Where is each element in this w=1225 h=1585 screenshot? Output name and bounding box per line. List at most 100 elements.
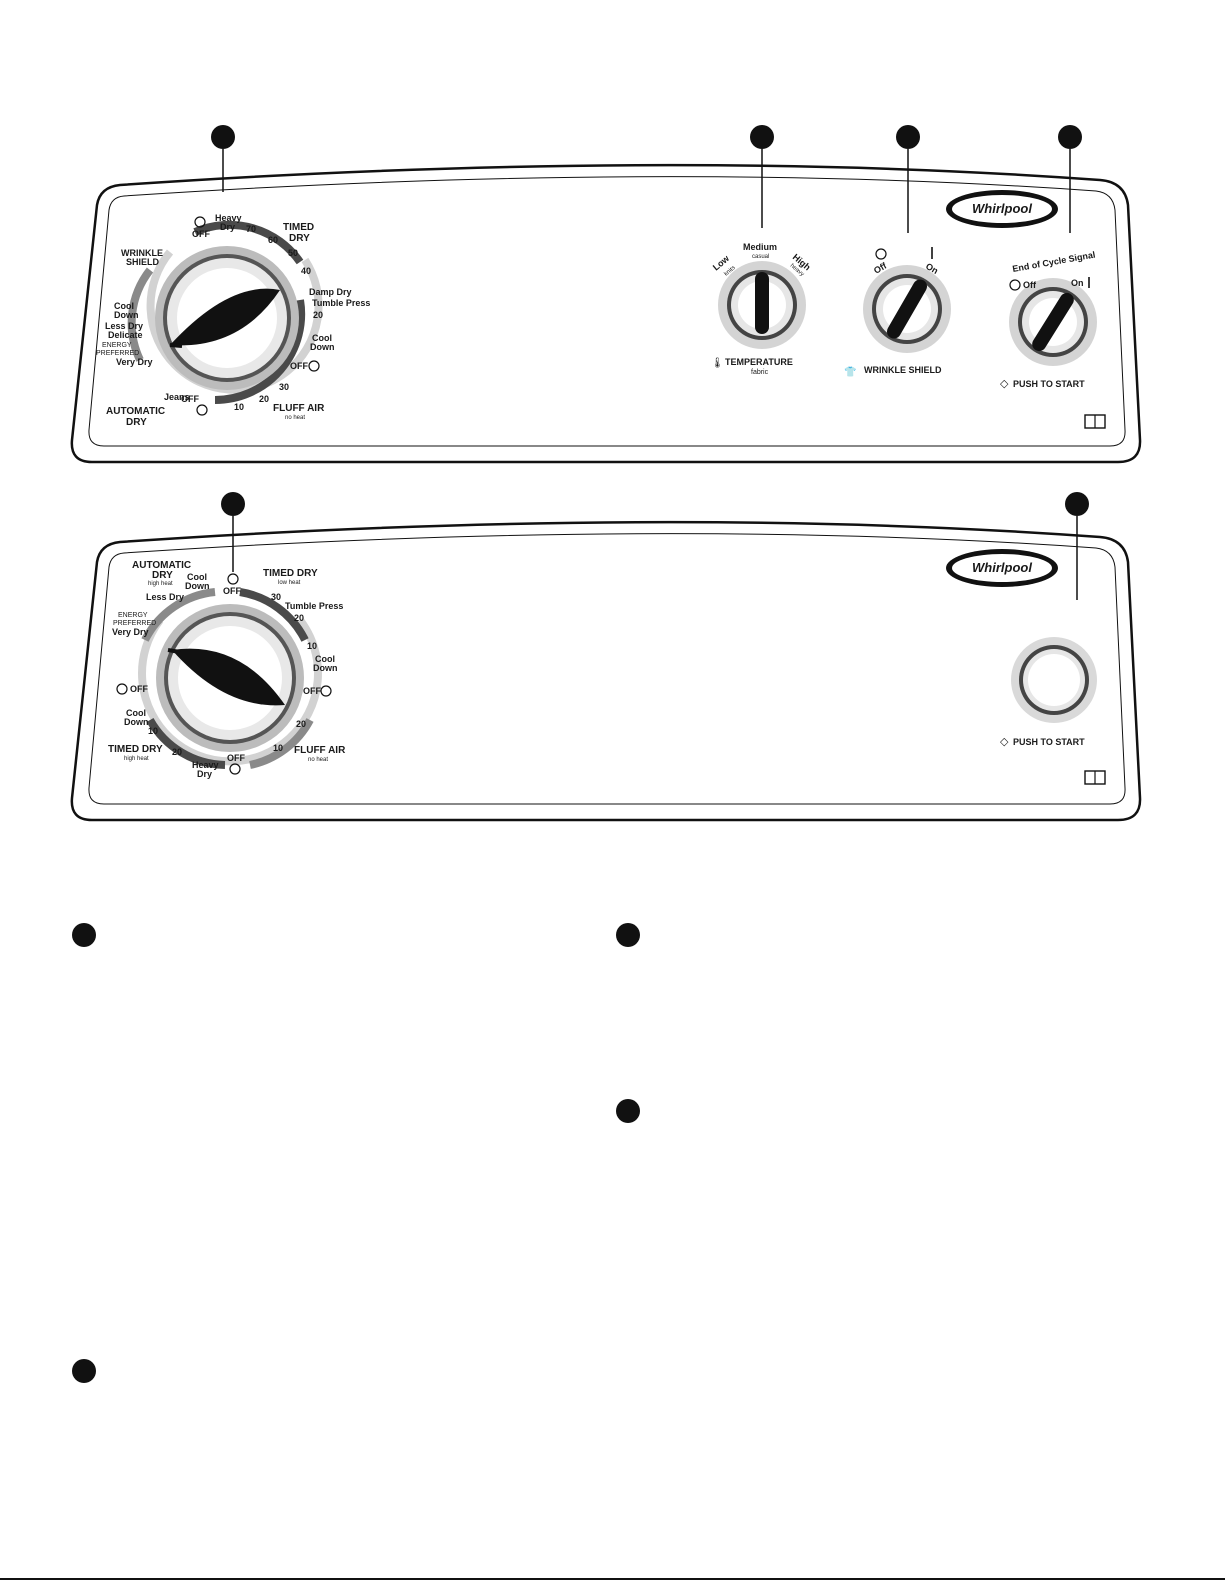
shirt-icon: 👕 — [844, 366, 856, 378]
temperature-knob[interactable] — [718, 261, 806, 349]
manual-book-icon-bottom — [1084, 770, 1106, 785]
push-to-start-button[interactable] — [1011, 637, 1097, 723]
callout-marker-2 — [750, 125, 774, 149]
cycle-selector-dial[interactable] — [127, 220, 323, 405]
svg-text:Damp Dry: Damp Dry — [309, 287, 352, 297]
section-marker-4 — [72, 1359, 96, 1383]
svg-text:Down: Down — [185, 581, 210, 591]
thermometer-icon: 🌡 — [711, 357, 724, 369]
callout-marker-3 — [896, 125, 920, 149]
svg-text:Medium: Medium — [743, 242, 777, 252]
svg-text:DRY: DRY — [289, 233, 310, 244]
svg-text:FLUFF AIR: FLUFF AIR — [294, 745, 346, 756]
svg-text:TEMPERATURE: TEMPERATURE — [725, 357, 793, 367]
svg-text:Jeans: Jeans — [164, 392, 190, 402]
svg-text:Dry: Dry — [197, 769, 212, 779]
bottom-panel-inner-outline — [88, 533, 1126, 805]
svg-text:10: 10 — [307, 641, 317, 651]
svg-text:WRINKLE: WRINKLE — [121, 248, 163, 258]
svg-text:OFF: OFF — [290, 361, 308, 371]
svg-text:20: 20 — [294, 613, 304, 623]
svg-text:TIMED: TIMED — [283, 222, 314, 233]
svg-text:SHIELD: SHIELD — [126, 257, 160, 267]
svg-text:End of Cycle Signal: End of Cycle Signal — [1012, 250, 1096, 274]
cycle-dial-labels-bottom: AUTOMATIC DRY high heat Cool Down OFF TI… — [108, 560, 346, 779]
svg-text:50: 50 — [288, 248, 298, 258]
svg-text:Tumble Press: Tumble Press — [285, 601, 343, 611]
svg-text:20: 20 — [313, 310, 323, 320]
callout-marker-5 — [221, 492, 245, 516]
manual-book-icon — [1084, 414, 1106, 429]
svg-text:Cool: Cool — [312, 333, 332, 343]
svg-text:Down: Down — [124, 717, 149, 727]
callout-marker-4 — [1058, 125, 1082, 149]
svg-text:Dry: Dry — [220, 222, 235, 232]
svg-text:DRY: DRY — [126, 417, 147, 428]
svg-text:Down: Down — [114, 310, 139, 320]
svg-text:Cool: Cool — [126, 708, 146, 718]
svg-text:10: 10 — [273, 743, 283, 753]
svg-text:30: 30 — [271, 592, 281, 602]
svg-text:ENERGY: ENERGY — [118, 612, 148, 619]
section-marker-2 — [616, 923, 640, 947]
svg-text:70: 70 — [246, 224, 256, 234]
svg-text:Less Dry: Less Dry — [105, 321, 143, 331]
svg-text:Cool: Cool — [315, 654, 335, 664]
top-panel-inner-outline — [88, 176, 1126, 447]
svg-text:AUTOMATIC: AUTOMATIC — [132, 560, 191, 571]
svg-text:high heat: high heat — [148, 581, 173, 587]
svg-text:TIMED DRY: TIMED DRY — [108, 744, 163, 755]
svg-text:Cool: Cool — [187, 572, 207, 582]
svg-text:TIMED DRY: TIMED DRY — [263, 568, 318, 579]
svg-text:fabric: fabric — [751, 369, 769, 376]
whirlpool-logo: Whirlpool — [946, 190, 1058, 228]
cycle-dial-labels: OFF Heavy Dry 70 60 TIMED DRY 50 40 Damp… — [96, 213, 370, 428]
svg-text:PREFERRED: PREFERRED — [113, 620, 156, 627]
svg-text:Heavy: Heavy — [215, 213, 242, 223]
svg-text:PREFERRED: PREFERRED — [96, 350, 139, 357]
svg-text:Whirlpool: Whirlpool — [972, 560, 1032, 575]
svg-text:OFF: OFF — [181, 394, 199, 404]
bottom-panel-outline — [70, 520, 1142, 822]
svg-text:FLUFF AIR: FLUFF AIR — [273, 403, 325, 414]
callout-marker-1 — [211, 125, 235, 149]
svg-text:Tumble Press: Tumble Press — [312, 298, 370, 308]
svg-text:low heat: low heat — [278, 580, 301, 586]
top-panel-outline — [70, 163, 1142, 464]
svg-text:AUTOMATIC: AUTOMATIC — [106, 406, 165, 417]
power-icon: ◇ — [1000, 378, 1009, 390]
svg-text:no heat: no heat — [308, 757, 328, 763]
svg-text:OFF: OFF — [227, 753, 245, 763]
svg-text:casual: casual — [752, 254, 769, 260]
svg-text:10: 10 — [234, 402, 244, 412]
svg-text:OFF: OFF — [192, 229, 210, 239]
svg-text:Heavy: Heavy — [192, 760, 219, 770]
cycle-dial-pointer-bottom — [172, 648, 285, 706]
svg-text:WRINKLE SHIELD: WRINKLE SHIELD — [864, 365, 942, 375]
cycle-selector-dial-bottom[interactable] — [138, 588, 322, 769]
svg-text:no heat: no heat — [285, 415, 305, 421]
svg-text:60: 60 — [268, 235, 278, 245]
svg-text:OFF: OFF — [303, 686, 321, 696]
svg-text:PUSH TO START: PUSH TO START — [1013, 737, 1085, 747]
power-icon-bottom: ◇ — [1000, 736, 1009, 748]
svg-text:On: On — [1071, 278, 1084, 288]
push-to-start-label-bottom: ◇ PUSH TO START — [1000, 736, 1085, 748]
cycle-dial-pointer — [170, 288, 280, 346]
svg-text:OFF: OFF — [130, 684, 148, 694]
callout-marker-6 — [1065, 492, 1089, 516]
svg-text:Very Dry: Very Dry — [112, 627, 149, 637]
bottom-rule — [0, 1578, 1225, 1580]
svg-text:OFF: OFF — [223, 586, 241, 596]
svg-text:Off: Off — [1023, 280, 1037, 290]
wrinkle-shield-knob[interactable] — [863, 265, 951, 353]
svg-text:30: 30 — [279, 382, 289, 392]
top-panel: Whirlpool OFF Heavy Dry 70 60 TIMED DRY … — [70, 125, 1142, 464]
svg-text:10: 10 — [148, 726, 158, 736]
svg-text:Whirlpool: Whirlpool — [972, 201, 1032, 216]
svg-text:Down: Down — [313, 663, 338, 673]
end-of-cycle-signal-knob[interactable] — [1009, 278, 1097, 366]
svg-text:Down: Down — [310, 342, 335, 352]
section-marker-1 — [72, 923, 96, 947]
